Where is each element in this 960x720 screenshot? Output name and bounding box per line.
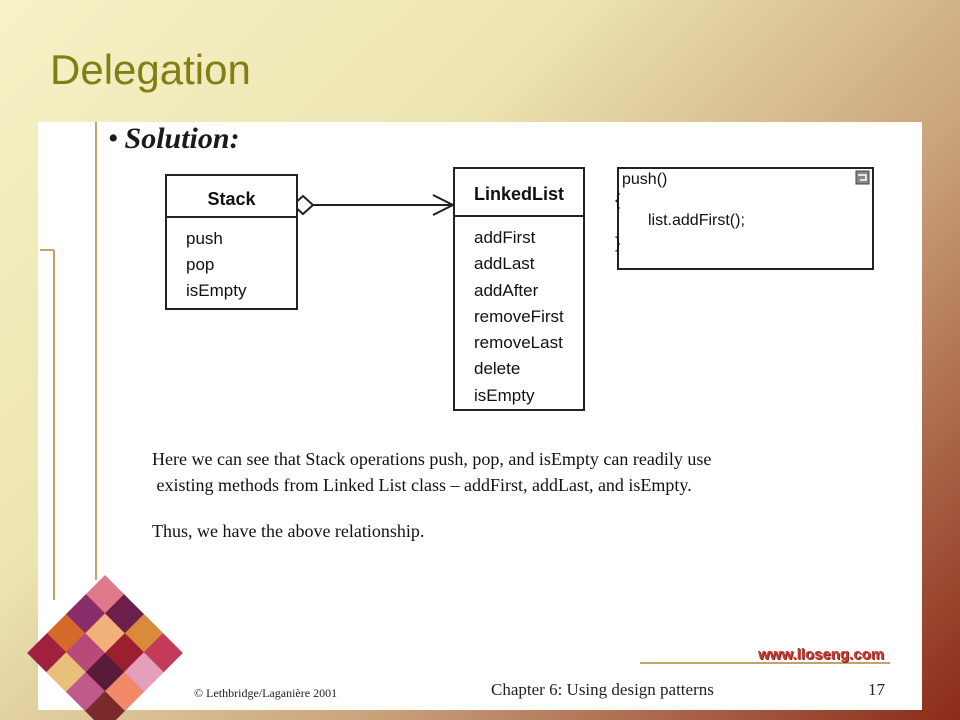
note-close-brace: } — [615, 235, 621, 252]
footer-chapter: Chapter 6: Using design patterns — [491, 680, 714, 699]
footer-copyright: © Lethbridge/Laganière 2001 — [194, 686, 338, 700]
note-method-signature: push() — [622, 171, 668, 188]
solution-bullet: •Solution: — [108, 122, 240, 155]
class-divider — [455, 215, 583, 217]
linkedlist-operation: addAfter — [474, 280, 539, 300]
code-note: push() { list.addFirst(); } — [615, 167, 874, 270]
stack-operation: push — [186, 229, 223, 248]
page-number: 17 — [868, 680, 885, 699]
note-open-brace: { — [615, 192, 621, 209]
linkedlist-operation: removeFirst — [474, 306, 564, 326]
stack-operation: isEmpty — [186, 281, 247, 300]
linkedlist-operation: delete — [474, 359, 521, 379]
note-method-body: list.addFirst(); — [648, 212, 745, 229]
linkedlist-operation: removeLast — [474, 333, 563, 353]
conclusion-line: Thus, we have the above relationship. — [152, 521, 425, 541]
website-underline — [640, 662, 890, 664]
explanation-line: Here we can see that Stack operations pu… — [152, 449, 712, 469]
website-link[interactable]: www.lloseng.com — [758, 646, 885, 663]
explanation-text: Here we can see that Stack operations pu… — [152, 446, 711, 544]
note-fold-icon — [855, 170, 870, 185]
linkedlist-operations: addFirst addLast addAfter removeFirst re… — [455, 217, 583, 409]
delegation-association-arrow — [291, 194, 456, 216]
linkedlist-operation: addLast — [474, 254, 535, 274]
quilt-logo-icon — [27, 575, 183, 720]
solution-heading: Solution: — [124, 122, 240, 155]
linkedlist-operation: isEmpty — [474, 385, 535, 405]
class-divider — [167, 216, 296, 218]
stack-operation: pop — [186, 255, 215, 274]
explanation-line: existing methods from Linked List class … — [152, 475, 692, 495]
linkedlist-class-box: LinkedList addFirst addLast addAfter rem… — [453, 167, 585, 411]
linkedlist-class-name: LinkedList — [473, 184, 564, 204]
stack-operations: push pop isEmpty — [167, 218, 296, 304]
stack-class-name: Stack — [207, 189, 256, 209]
stack-class-box: Stack push pop isEmpty — [165, 174, 298, 310]
linkedlist-operation: addFirst — [474, 228, 536, 247]
slide-title: Delegation — [50, 46, 251, 93]
